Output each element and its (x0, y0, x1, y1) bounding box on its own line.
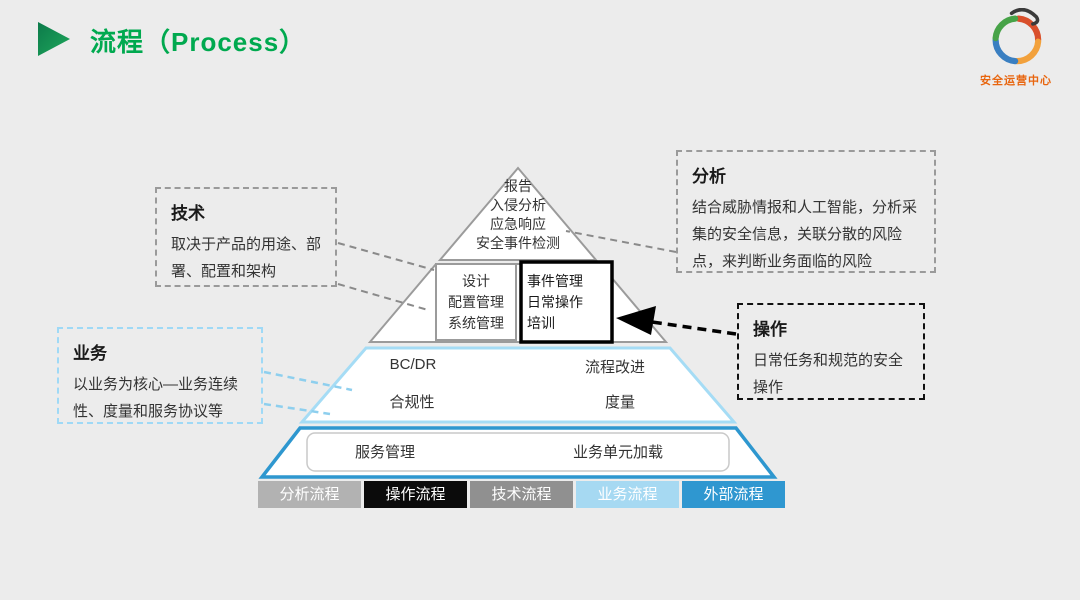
apex-line: 安全事件检测 (476, 235, 560, 251)
callout-tech-title: 技术 (171, 204, 205, 223)
operation-arrow-head (616, 306, 656, 335)
apex-line: 入侵分析 (490, 197, 546, 213)
legend-item-business: 业务流程 (576, 481, 679, 508)
design-line: 设计 (462, 273, 490, 289)
business-connector-line-1 (263, 370, 353, 392)
apex-line: 报告 (504, 178, 532, 194)
legend-item-analysis: 分析流程 (258, 481, 361, 508)
callout-analysis-body: 结合威胁情报和人工智能，分析采集的安全信息，关联分散的风险点，来判断业务面临的风… (692, 199, 918, 270)
design-line: 系统管理 (448, 315, 504, 331)
callout-tech: 技术 取决于产品的用途、部署、配置和架构 (155, 187, 337, 287)
design-line: 配置管理 (448, 294, 504, 310)
callout-tech-body: 取决于产品的用途、部署、配置和架构 (171, 236, 322, 280)
callout-business: 业务 以业务为核心—业务连续性、度量和服务协议等 (57, 327, 263, 424)
callout-operation-body: 日常任务和规范的安全操作 (753, 352, 904, 396)
incident-line: 培训 (527, 315, 555, 331)
layer3-bcdr-label: BC/DR (389, 356, 437, 373)
apex-text-block: 报告 入侵分析 应急响应 安全事件检测 (448, 177, 588, 253)
legend: 分析流程 操作流程 技术流程 业务流程 外部流程 (258, 481, 785, 508)
layer4-service-label: 服务管理 (354, 444, 415, 461)
legend-item-operation: 操作流程 (364, 481, 467, 508)
operation-arrow-shaft (651, 320, 737, 336)
play-triangle-icon (38, 22, 70, 56)
callout-business-title: 业务 (73, 344, 107, 363)
pyramid-layer2-trapezoid (367, 263, 669, 343)
callout-business-body: 以业务为核心—业务连续性、度量和服务协议等 (73, 376, 239, 420)
tech-connector-line-2 (337, 283, 429, 311)
incident-line: 事件管理 (527, 273, 583, 289)
legend-item-external: 外部流程 (682, 481, 785, 508)
page-title: 流程（Process） (90, 27, 307, 57)
pyramid-layer3-trapezoid (298, 346, 738, 424)
incident-box-text: 事件管理 日常操作 培训 (527, 271, 611, 334)
apex-line: 应急响应 (490, 216, 546, 232)
incident-line: 日常操作 (527, 294, 583, 310)
legend-item-technical: 技术流程 (470, 481, 573, 508)
logo-text: 安全运营中心 (980, 75, 1052, 87)
design-box-text: 设计 配置管理 系统管理 (436, 271, 516, 334)
layer3-metrics-label: 度量 (604, 394, 635, 411)
callout-operation-title: 操作 (753, 320, 787, 339)
logo: 安全运营中心 (970, 8, 1062, 88)
layer3-compliance-label: 合规性 (389, 394, 435, 411)
callout-operation: 操作 日常任务和规范的安全操作 (737, 303, 925, 400)
layer3-improvement-label: 流程改进 (584, 359, 645, 376)
tech-connector-line-1 (337, 242, 435, 271)
layer4-business-unit-label: 业务单元加载 (572, 444, 663, 461)
logo-swirl-icon (992, 8, 1042, 65)
pyramid-layer4-trapezoid (258, 426, 778, 479)
callout-analysis: 分析 结合威胁情报和人工智能，分析采集的安全信息，关联分散的风险点，来判断业务面… (676, 150, 936, 273)
callout-analysis-title: 分析 (692, 167, 726, 186)
business-connector-line-2 (263, 402, 331, 416)
